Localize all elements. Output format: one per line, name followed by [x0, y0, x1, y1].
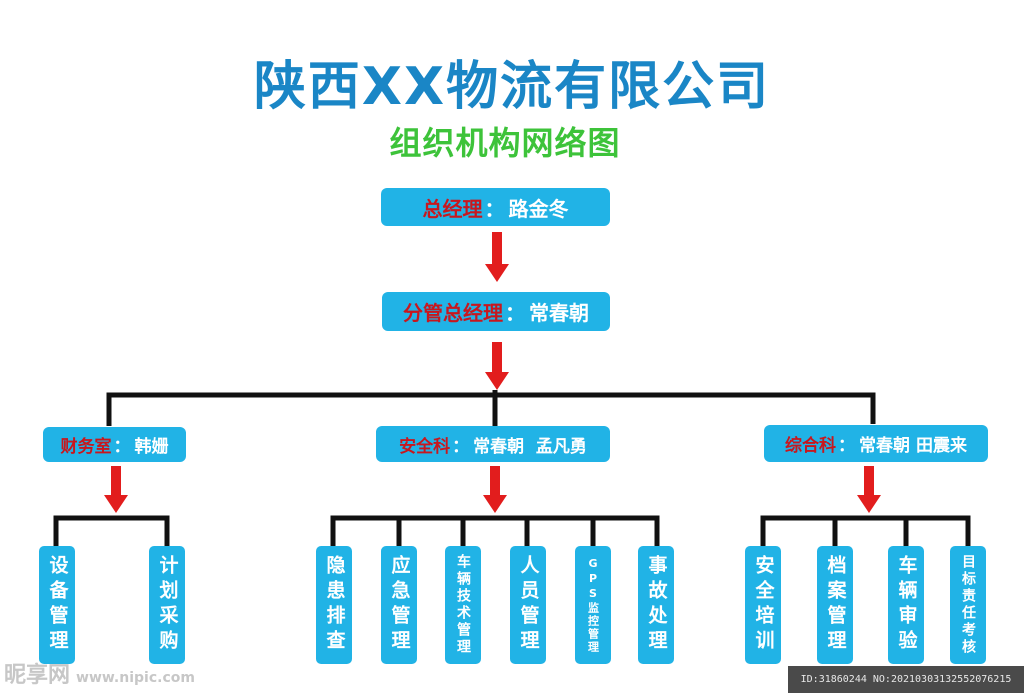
leaf-vehicle-inspection: 车辆审验	[888, 546, 924, 664]
node-role: 分管总经理	[403, 301, 503, 325]
leaf-gps-monitoring: GPS监控管理	[575, 546, 611, 664]
leaf-archive-management: 档案管理	[817, 546, 853, 664]
page-title: 陕西XX物流有限公司	[253, 57, 771, 117]
leaf-equipment-management: 设备管理	[39, 546, 75, 664]
leaf-accident-handling: 事故处理	[638, 546, 674, 664]
node-role: 安全科	[399, 436, 451, 457]
arrow-down-finance	[104, 466, 128, 513]
leaf-safety-training: 安全培训	[745, 546, 781, 664]
image-id-bar: ID:31860244 NO:20210303132552076215	[788, 666, 1024, 693]
node-general-manager: 总经理：路金冬	[381, 188, 610, 226]
node-name: 韩姗	[134, 437, 169, 457]
connector-general	[760, 515, 971, 546]
connector-branch-main	[106, 392, 876, 426]
node-name: 路金冬	[508, 196, 569, 221]
node-name: 常春朝	[529, 301, 589, 325]
connector-finance	[53, 515, 170, 546]
arrow-down-2	[485, 342, 509, 390]
leaf-planning-procurement: 计划采购	[149, 546, 185, 664]
leaf-vehicle-tech-management: 车辆技术管理	[445, 546, 481, 664]
page-subtitle: 组织机构网络图	[389, 124, 621, 162]
node-role: 综合科	[785, 436, 837, 456]
leaf-target-responsibility: 目标责任考核	[950, 546, 986, 664]
node-role: 总经理	[422, 196, 483, 221]
arrow-down-safety	[483, 466, 507, 513]
node-safety-section: 安全科：常春朝 孟凡勇	[376, 426, 610, 462]
node-name: 常春朝 田震来	[859, 436, 967, 456]
connector-safety	[330, 515, 660, 546]
leaf-hazard-inspection: 隐患排查	[316, 546, 352, 664]
node-finance-office: 财务室：韩姗	[43, 427, 186, 462]
leaf-emergency-management: 应急管理	[381, 546, 417, 664]
node-deputy-manager: 分管总经理：常春朝	[382, 292, 610, 331]
node-role: 财务室	[60, 437, 112, 457]
node-general-section: 综合科：常春朝 田震来	[764, 425, 988, 462]
arrow-down-general	[857, 466, 881, 513]
arrow-down-1	[485, 232, 509, 282]
leaf-personnel-management: 人员管理	[510, 546, 546, 664]
node-name: 常春朝 孟凡勇	[473, 436, 587, 457]
